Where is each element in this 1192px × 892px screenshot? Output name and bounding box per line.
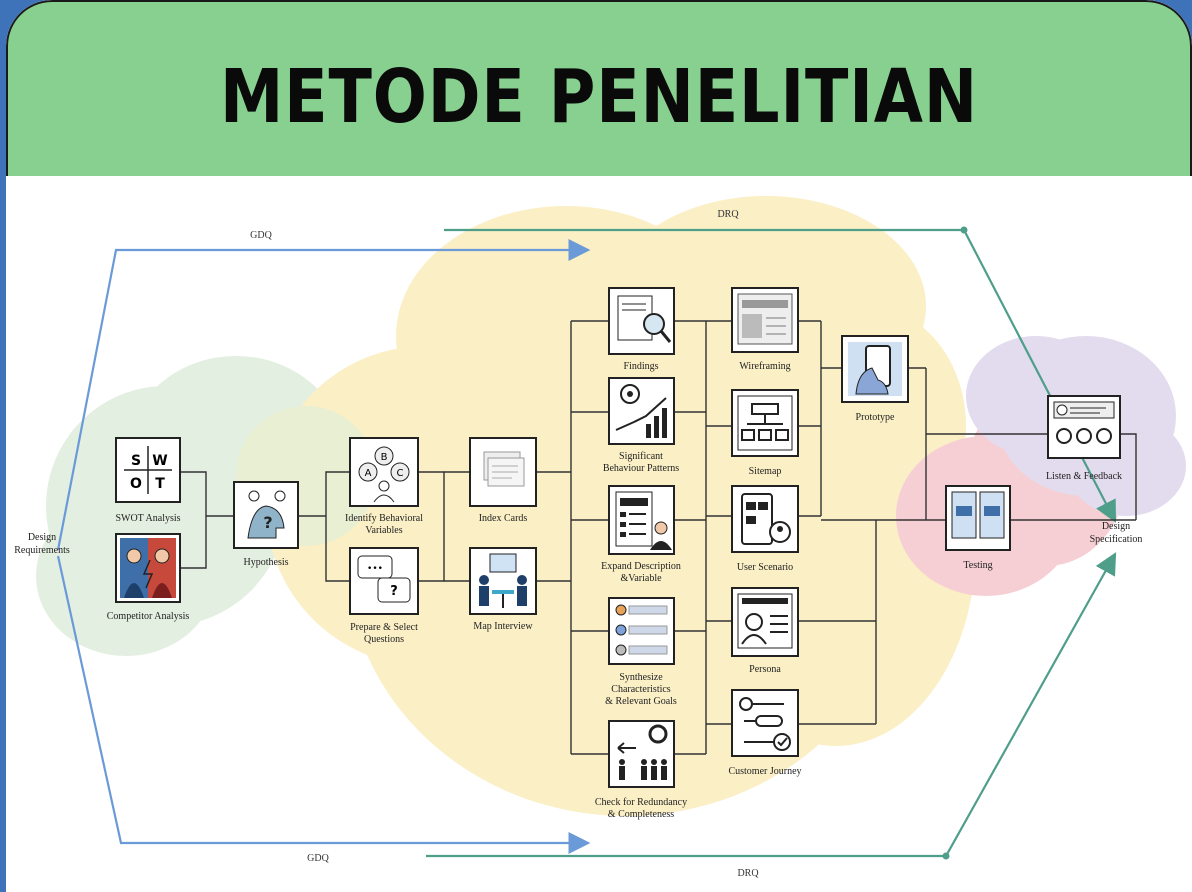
significant-label-line2: Behaviour Patterns bbox=[603, 463, 679, 474]
wireframing-label: Wireframing bbox=[739, 361, 790, 372]
drq-bottom-label: DRQ bbox=[737, 868, 759, 879]
head-icon bbox=[247, 505, 285, 539]
letter-b: B bbox=[381, 452, 388, 463]
significant-node: Significant Behaviour Patterns bbox=[603, 377, 679, 474]
expand-label-line2: &Variable bbox=[620, 573, 662, 584]
swot-t-letter: T bbox=[155, 476, 165, 492]
start-label-line1: Design bbox=[28, 532, 56, 543]
listen-node: Listen & Feedback bbox=[1046, 395, 1122, 482]
prepare-label-line2: Questions bbox=[364, 634, 404, 645]
map-interview-label: Map Interview bbox=[473, 621, 533, 632]
wireframing-node: Wireframing bbox=[731, 287, 799, 372]
person-icon bbox=[378, 480, 390, 492]
synthesize-node: Synthesize Characteristics & Relevant Go… bbox=[605, 597, 677, 707]
competitor-node: Competitor Analysis bbox=[107, 533, 190, 622]
synthesize-label-line2: Characteristics bbox=[611, 684, 671, 695]
testing-node: Testing bbox=[945, 485, 1011, 571]
research-method-diagram: GDQ GDQ DRQ DRQ bbox=[14, 196, 1186, 879]
significant-label-line1: Significant bbox=[619, 451, 663, 462]
check-label-line1: Check for Redundancy bbox=[595, 797, 687, 808]
gdq-bottom-line bbox=[56, 555, 591, 854]
expand-node: Expand Description &Variable bbox=[601, 485, 681, 584]
hypothesis-label: Hypothesis bbox=[244, 557, 289, 568]
persona-label: Persona bbox=[749, 664, 781, 675]
user-icon bbox=[1056, 428, 1072, 444]
letter-c: C bbox=[397, 468, 404, 479]
index-cards-label: Index Cards bbox=[479, 513, 528, 524]
swot-node: S W O T SWOT Analysis bbox=[115, 437, 181, 524]
swot-s-letter: S bbox=[131, 453, 141, 469]
lightning-icon bbox=[142, 559, 154, 589]
listen-label: Listen & Feedback bbox=[1046, 471, 1122, 482]
gdq-bottom-label: GDQ bbox=[307, 853, 329, 864]
prepare-label-line1: Prepare & Select bbox=[350, 622, 418, 633]
customer-journey-node: Customer Journey bbox=[728, 689, 802, 777]
user-scenario-label: User Scenario bbox=[737, 562, 793, 573]
user-scenario-node: User Scenario bbox=[731, 485, 799, 573]
avatar-icon bbox=[745, 613, 763, 631]
svg-text:?: ? bbox=[390, 584, 398, 599]
swot-o-letter: O bbox=[130, 476, 142, 492]
sitemap-node: Sitemap bbox=[731, 389, 799, 477]
people-icon bbox=[619, 759, 667, 780]
magnifier-icon bbox=[643, 313, 665, 335]
hypothesis-node: ? Hypothesis bbox=[233, 481, 299, 568]
title-banner: METODE PENELITIAN bbox=[6, 0, 1192, 176]
connectors bbox=[180, 320, 1137, 755]
gdq-top-label: GDQ bbox=[250, 230, 272, 241]
map-interview-node: Map Interview bbox=[469, 547, 537, 632]
speech-bubble-icon bbox=[357, 555, 393, 579]
swot-w-letter: W bbox=[152, 453, 167, 469]
prototype-node: Prototype bbox=[841, 335, 909, 423]
prototype-label: Prototype bbox=[856, 412, 895, 423]
svg-text:•••: ••• bbox=[367, 564, 383, 574]
bar-chart-icon bbox=[646, 424, 651, 438]
question-mark-icon: ? bbox=[263, 513, 272, 532]
prepare-node: ••• ? Prepare & Select Questions bbox=[349, 547, 419, 645]
arrow-left-icon bbox=[617, 742, 636, 754]
end-label-line2: Specification bbox=[1090, 534, 1143, 545]
hand-icon bbox=[855, 367, 889, 395]
persona-node: Persona bbox=[731, 587, 799, 675]
slide-frame: METODE PENELITIAN bbox=[6, 0, 1192, 892]
index-cards-node: Index Cards bbox=[469, 437, 537, 524]
start-label-line2: Requirements bbox=[14, 545, 70, 556]
drq-bottom-line bbox=[426, 552, 1117, 860]
identify-node: B A C Identify Behavioral Variables bbox=[345, 437, 423, 536]
gdq-top-line bbox=[56, 239, 591, 551]
identify-label-line1: Identify Behavioral bbox=[345, 513, 423, 524]
slide-title: METODE PENELITIAN bbox=[219, 54, 979, 140]
check-circle-icon bbox=[773, 733, 791, 751]
question-bubble-icon bbox=[377, 577, 411, 603]
gear-icon bbox=[648, 724, 668, 744]
person-icon bbox=[615, 604, 627, 616]
letter-a: A bbox=[365, 468, 372, 479]
person-icon bbox=[654, 521, 668, 535]
findings-node: Findings bbox=[608, 287, 675, 372]
drq-top-label: DRQ bbox=[717, 209, 739, 220]
screen-icon bbox=[489, 553, 517, 573]
check-node: Check for Redundancy & Completeness bbox=[595, 720, 687, 820]
findings-label: Findings bbox=[623, 361, 658, 372]
customer-journey-label: Customer Journey bbox=[728, 766, 801, 777]
sitemap-label: Sitemap bbox=[749, 466, 782, 477]
testing-label: Testing bbox=[963, 560, 992, 571]
swot-label: SWOT Analysis bbox=[115, 513, 180, 524]
competitor-label: Competitor Analysis bbox=[107, 611, 190, 622]
identify-label-line2: Variables bbox=[365, 525, 402, 536]
check-label-line2: & Completeness bbox=[608, 809, 674, 820]
synthesize-label-line3: & Relevant Goals bbox=[605, 696, 677, 707]
end-label-line1: Design bbox=[1102, 521, 1130, 532]
start-pin-icon bbox=[739, 697, 753, 711]
expand-label-line1: Expand Description bbox=[601, 561, 681, 572]
synthesize-label-line1: Synthesize bbox=[619, 672, 663, 683]
